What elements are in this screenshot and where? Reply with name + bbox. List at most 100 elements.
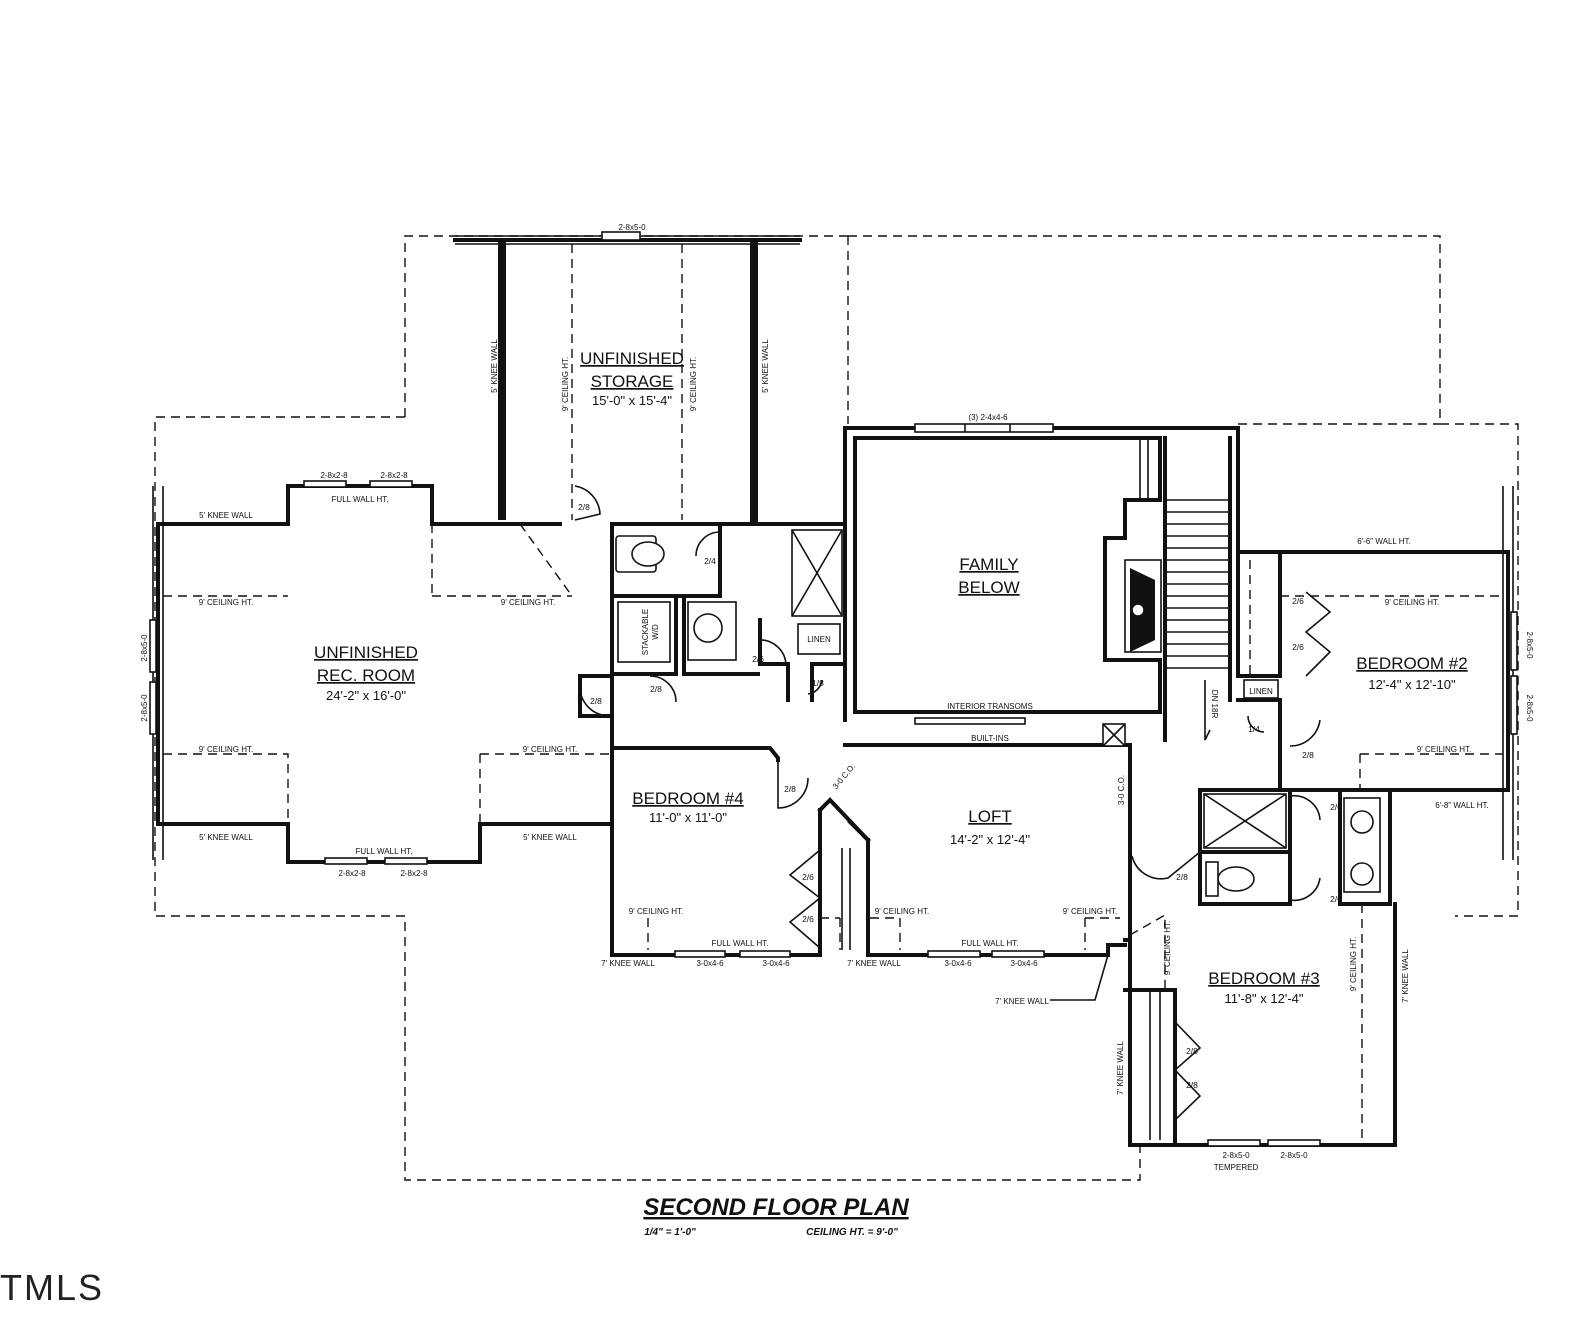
note: 9' CEILING HT. — [561, 357, 570, 411]
room-name: BEDROOM #4 — [632, 789, 743, 808]
window-label: 2-8x5-0 — [140, 634, 149, 662]
room-dimensions: 15'-0" x 15'-4" — [592, 393, 672, 408]
door-label: 2/6 — [802, 914, 814, 924]
note: STACKABLE — [641, 609, 650, 656]
note: 6'-6" WALL HT. — [1357, 537, 1411, 546]
scale-note: 1/4" = 1'-0" — [644, 1227, 696, 1238]
tmls-logo: TMLS — [0, 1267, 104, 1308]
note: 9' CEILING HT. — [1063, 907, 1117, 916]
note: 6'-8" WALL HT. — [1435, 801, 1489, 810]
door-label: 2/6 — [752, 654, 764, 664]
note: 5' KNEE WALL — [523, 833, 577, 842]
room-name: BELOW — [958, 578, 1019, 597]
door-label: 2/8 — [1302, 750, 1314, 760]
note: 5' KNEE WALL — [199, 511, 253, 520]
bedroom-2 — [1236, 486, 1518, 902]
note: LINEN — [807, 635, 831, 644]
door-label: 2/6 — [802, 872, 814, 882]
note: 5' KNEE WALL — [761, 339, 770, 393]
note: DN 18R — [1210, 690, 1219, 719]
note: 7' KNEE WALL — [847, 959, 901, 968]
note: 9' CEILING HT. — [199, 598, 253, 607]
door-label: 1/4 — [1248, 724, 1260, 734]
window-label: 2-8x5-0 — [618, 223, 646, 232]
note: 5' KNEE WALL — [199, 833, 253, 842]
note: 7' KNEE WALL — [1116, 1041, 1125, 1095]
room-name: UNFINISHED — [580, 349, 684, 368]
window-label: 3-0x4-6 — [696, 959, 724, 968]
room-dimensions: 11'-8" x 12'-4" — [1225, 991, 1304, 1006]
door-label: 2/6 — [1330, 894, 1342, 904]
window-label: 3-0x4-6 — [1010, 959, 1038, 968]
note: 9' CEILING HT. — [199, 745, 253, 754]
note: INTERIOR TRANSOMS — [947, 702, 1033, 711]
window-label: 3-0x4-6 — [944, 959, 972, 968]
note: LINEN — [1249, 687, 1273, 696]
door-label: 2/8 — [590, 696, 602, 706]
note: 7' KNEE WALL — [601, 959, 655, 968]
room-dimensions: 14'-2" x 12'-4" — [950, 832, 1030, 847]
window-label: 2-8x2-8 — [400, 869, 428, 878]
room-dimensions: 24'-2" x 16'-0" — [326, 688, 406, 703]
room-name: BEDROOM #3 — [1208, 969, 1319, 988]
door-label: 2/6 — [1292, 596, 1304, 606]
window-label: (3) 2-4x4-6 — [968, 413, 1008, 422]
storage-room — [453, 231, 802, 524]
note: 9' CEILING HT. — [629, 907, 683, 916]
room-name: BEDROOM #2 — [1356, 654, 1467, 673]
door-label: 2/6 — [1292, 642, 1304, 652]
window-label: 2-8x5-0 — [140, 694, 149, 722]
note: 9' CEILING HT. — [501, 598, 555, 607]
window-label: 2-8x2-8 — [380, 471, 408, 480]
note: FULL WALL HT. — [962, 939, 1019, 948]
door-label: 2/8 — [578, 502, 590, 512]
room-dimensions: 12'-4" x 12'-10" — [1368, 677, 1456, 692]
bedroom-3 — [1123, 743, 1397, 1147]
doors — [574, 485, 1332, 1121]
note: 9' CEILING HT. — [1417, 745, 1471, 754]
note: 3-0 C.O. — [1117, 775, 1126, 805]
room-name: UNFINISHED — [314, 643, 418, 662]
window-label: TEMPERED — [1214, 1163, 1259, 1172]
room-name: LOFT — [968, 807, 1011, 826]
note: BUILT-INS — [971, 734, 1009, 743]
window-label: 3-0x4-6 — [762, 959, 790, 968]
note: W/D — [651, 624, 660, 640]
window-label: 2-8x5-0 — [1525, 694, 1534, 722]
plan-title: SECOND FLOOR PLAN — [643, 1194, 909, 1221]
door-label: 2/6 — [1330, 802, 1342, 812]
baths-laundry — [578, 522, 847, 832]
note: FULL WALL HT. — [332, 495, 389, 504]
note: 5' KNEE WALL — [490, 339, 499, 393]
window-label: 2-8x2-8 — [320, 471, 348, 480]
window-label: 2-8x5-0 — [1280, 1151, 1308, 1160]
roof-outline — [154, 235, 1519, 1181]
rec-room — [149, 480, 614, 865]
door-label: 2/8 — [1186, 1080, 1198, 1090]
ceiling-note: CEILING HT. = 9'-0" — [806, 1227, 898, 1238]
door-label: 1/8 — [812, 678, 824, 688]
bath-3 — [1198, 788, 1392, 906]
door-label: 2/8 — [1186, 1046, 1198, 1056]
room-name: REC. ROOM — [317, 666, 415, 685]
note: 9' CEILING HT. — [523, 745, 577, 754]
note: FULL WALL HT. — [356, 847, 413, 856]
bedroom-4 — [610, 746, 871, 958]
room-name: STORAGE — [591, 372, 674, 391]
note: 9' CEILING HT. — [1349, 937, 1358, 991]
window-label: 2-8x5-0 — [1525, 631, 1534, 659]
note: 3-0 C.O. — [831, 762, 857, 791]
window-label: 2-8x5-0 — [1222, 1151, 1250, 1160]
note: 7' KNEE WALL — [1401, 949, 1410, 1003]
note: 9' CEILING HT. — [1385, 598, 1439, 607]
door-label: 2/8 — [650, 684, 662, 694]
window-label: 2-8x2-8 — [338, 869, 366, 878]
door-label: 2/4 — [704, 556, 716, 566]
room-dimensions: 11'-0" x 11'-0" — [649, 810, 727, 825]
door-label: 2/8 — [1176, 872, 1188, 882]
note: 9' CEILING HT. — [1163, 921, 1172, 975]
note: 7' KNEE WALL — [995, 997, 1049, 1006]
door-label: 2/8 — [784, 784, 796, 794]
note: 9' CEILING HT. — [689, 357, 698, 411]
